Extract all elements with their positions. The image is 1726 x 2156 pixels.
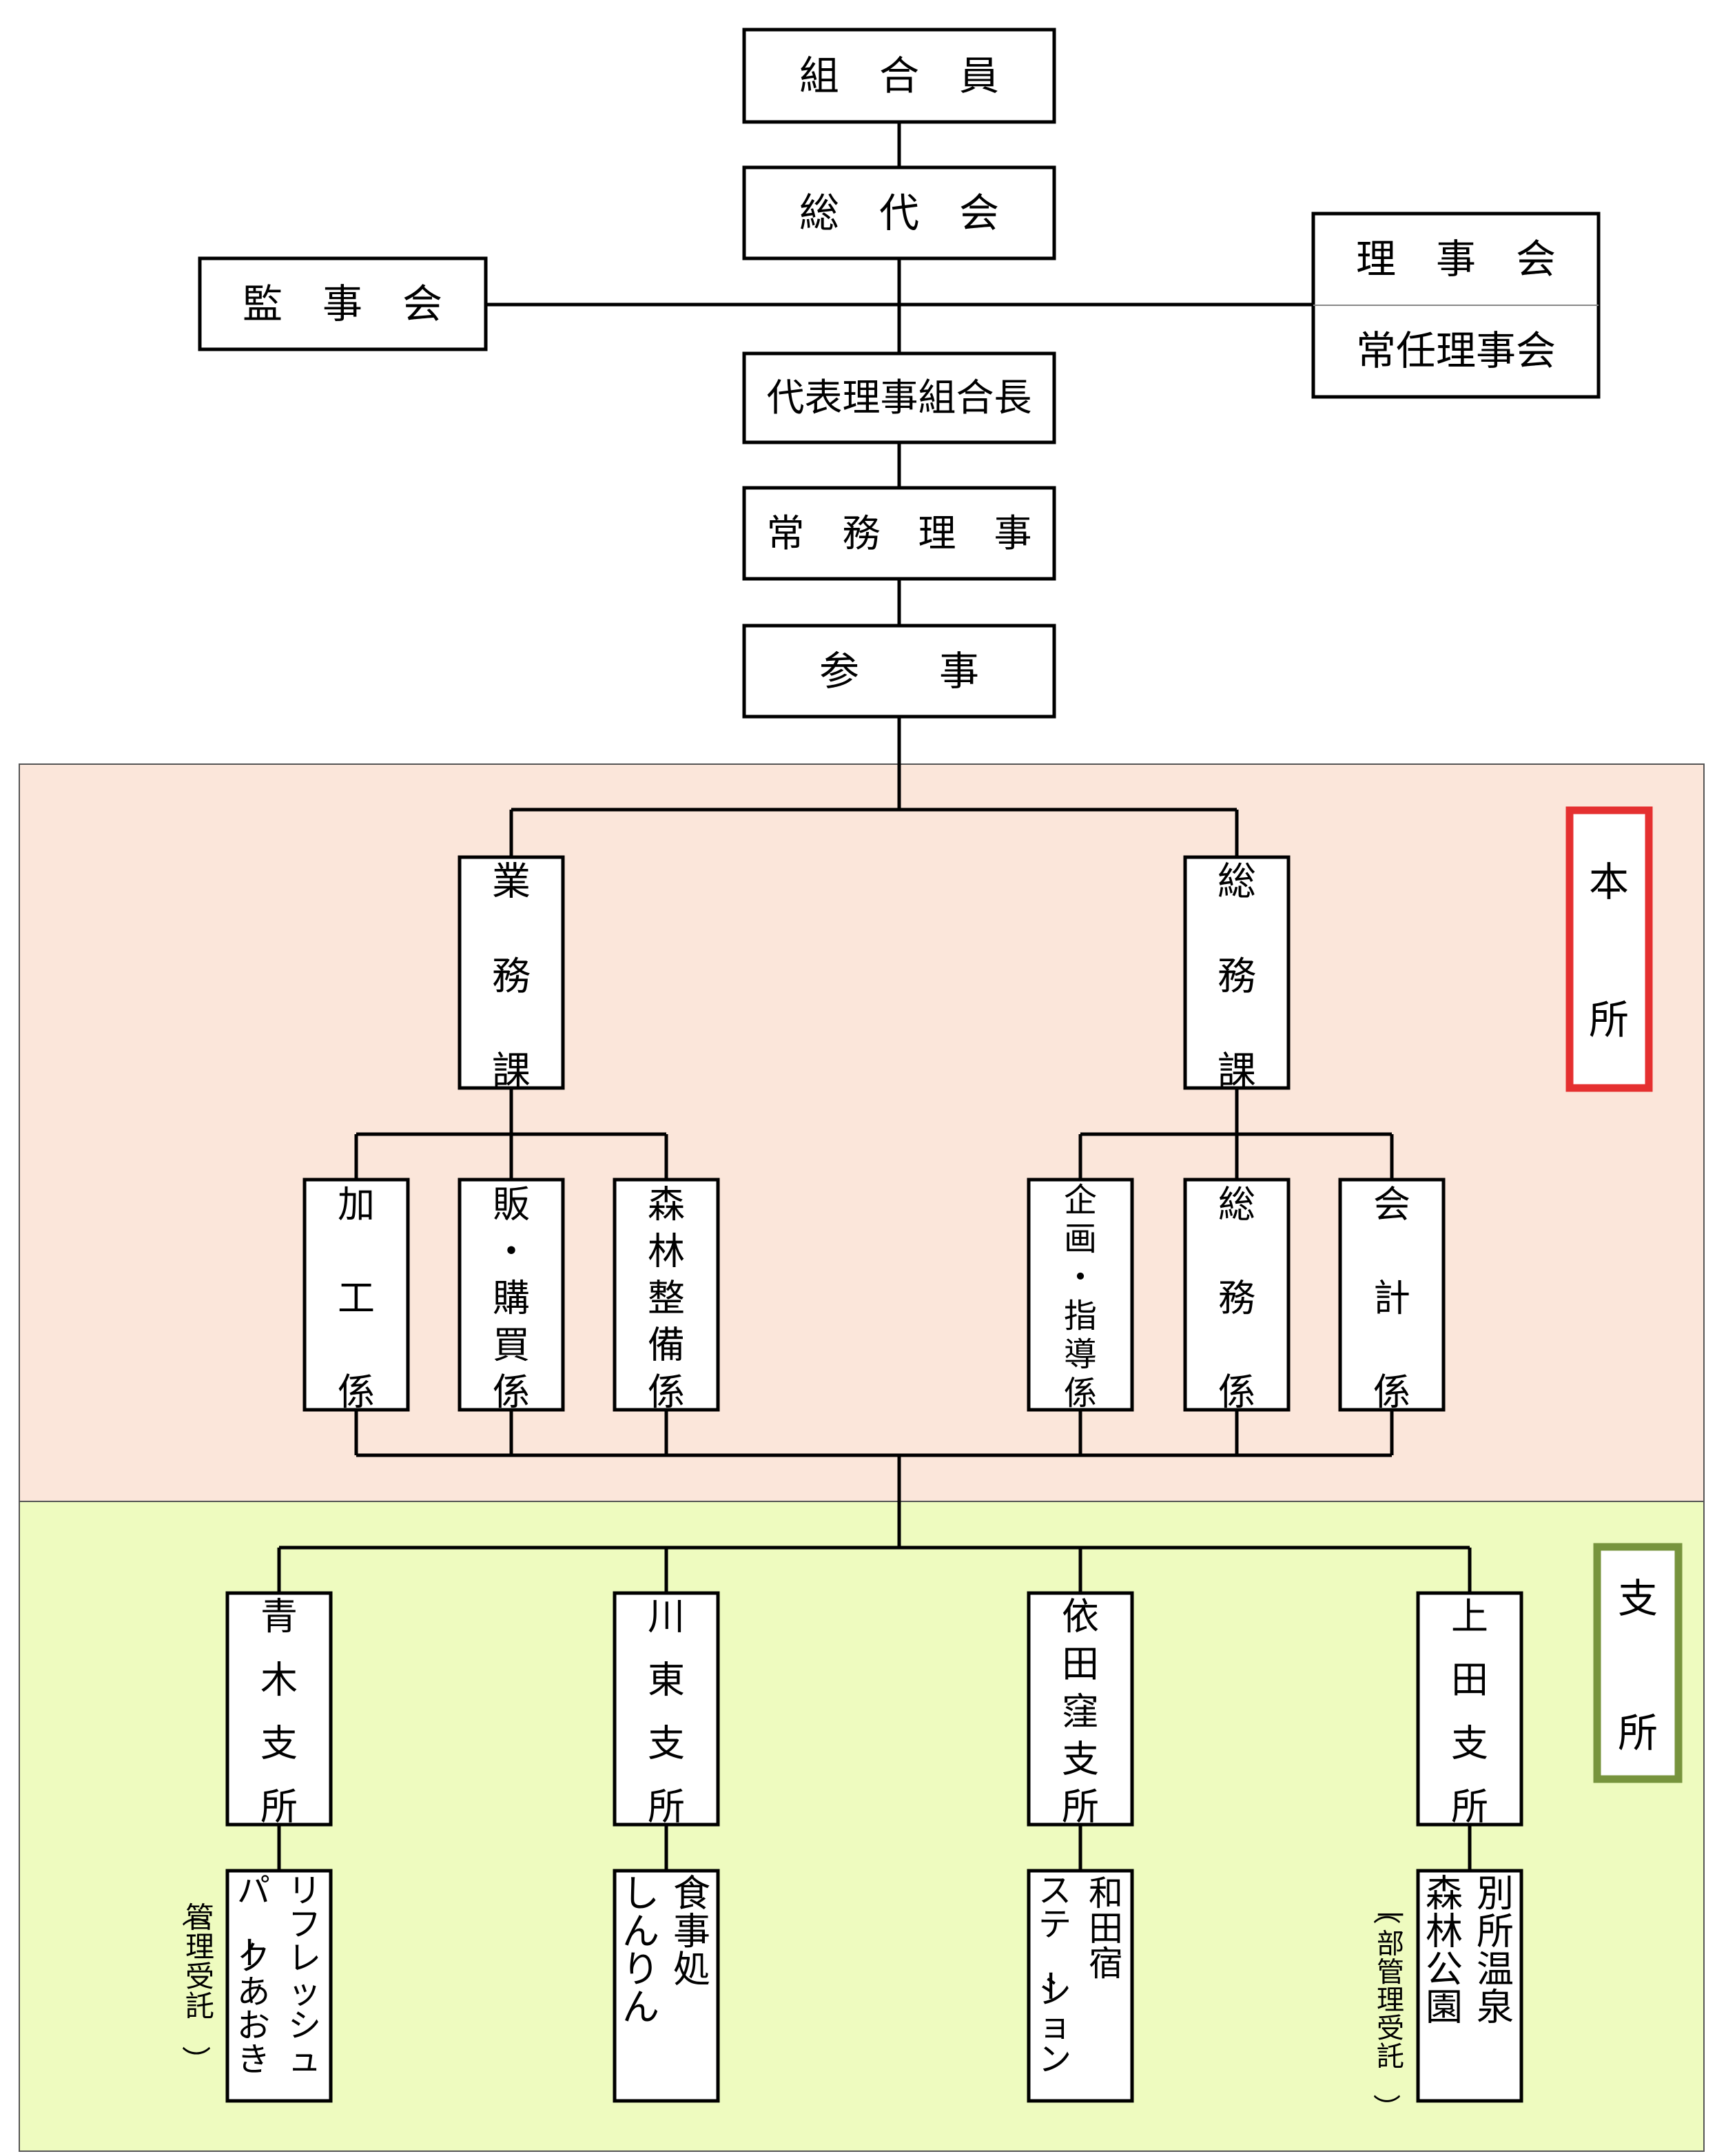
- node-kumiaiin-label: 組 合 員: [799, 52, 999, 99]
- node-gyomuka: 業務課: [458, 855, 565, 1094]
- badge-shisho-label: 支所: [1618, 1575, 1658, 1756]
- refresh-park-col2: パークあおき: [229, 1871, 270, 2079]
- node-shinrin-label: 森林整備係: [648, 1183, 685, 1414]
- node-kanjikai: 監 事 会: [198, 256, 488, 351]
- node-ueda-label: 上田支所: [1451, 1595, 1488, 1829]
- node-sanji: 参 事: [742, 624, 1056, 719]
- node-kaikei: 会計係: [1338, 1178, 1446, 1414]
- node-yodakubo: 依田窪支所: [1027, 1591, 1134, 1829]
- node-shokujidokoro: 食事処 しんりん: [613, 1869, 720, 2103]
- badge-honsho-label: 本所: [1589, 859, 1629, 1043]
- node-joumu-label: 常 務 理 事: [766, 511, 1031, 555]
- node-kanjikai-label: 監 事 会: [243, 280, 442, 327]
- node-bessho-onsen-park: 別所温泉 森林公園 （一部管理受託）: [1370, 1869, 1523, 2122]
- refresh-park-note: （管理受託）: [178, 1898, 214, 2075]
- node-gyomuka-label: 業務課: [492, 860, 531, 1094]
- node-yodakubo-label: 依田窪支所: [1062, 1595, 1099, 1829]
- bessho-park-col1: 別所温泉: [1477, 1872, 1514, 2029]
- node-kikaku: 企画・指導係: [1027, 1178, 1134, 1413]
- node-somuka: 総務課: [1183, 855, 1291, 1094]
- badge-shisho: 支所: [1593, 1543, 1683, 1783]
- node-hanbai-label: 販・購買係: [493, 1183, 530, 1414]
- node-aoki-label: 青木支所: [260, 1595, 298, 1829]
- node-sanji-label: 参 事: [819, 648, 979, 695]
- wadajuku-station-col1: 和田宿: [1089, 1873, 1123, 1984]
- wadajuku-station-col2: ステーション: [1030, 1871, 1071, 2079]
- node-somuka-label: 総務課: [1218, 860, 1256, 1094]
- node-somugakari-label: 総務係: [1218, 1183, 1255, 1414]
- node-daihyou: 代表理事組合長: [742, 351, 1056, 444]
- node-soudaikai: 総 代 会: [742, 165, 1056, 260]
- node-kumiaiin: 組 合 員: [742, 28, 1056, 124]
- node-kawahigashi: 川東支所: [613, 1591, 720, 1829]
- node-somugakari: 総務係: [1183, 1178, 1291, 1414]
- node-kako-label: 加工係: [338, 1183, 375, 1414]
- node-kaikei-label: 会計係: [1373, 1183, 1410, 1414]
- node-soudaikai-label: 総 代 会: [799, 189, 999, 236]
- refresh-park-col1: リフレッシュ: [288, 1871, 321, 2079]
- node-jouninrijikai-label: 常任理事会: [1356, 327, 1556, 374]
- node-kawahigashi-label: 川東支所: [648, 1595, 685, 1829]
- node-rijikai: 理 事 会 常任理事会: [1311, 212, 1601, 399]
- node-kikaku-label: 企画・指導係: [1064, 1181, 1097, 1413]
- node-aoki: 青木支所: [225, 1591, 333, 1829]
- honsho-zone: [19, 763, 1705, 1502]
- node-daihyou-label: 代表理事組合長: [766, 376, 1031, 420]
- node-kako: 加工係: [302, 1178, 410, 1414]
- node-wadajuku-station: 和田宿 ステーション: [1027, 1869, 1134, 2103]
- node-joumu: 常 務 理 事: [742, 486, 1056, 581]
- connector-lines: [277, 122, 1472, 1871]
- bessho-park-note: （一部管理受託）: [1370, 1897, 1404, 2122]
- node-hanbai: 販・購買係: [458, 1178, 565, 1414]
- node-rijikai-label: 理 事 会: [1356, 236, 1556, 283]
- node-ueda: 上田支所: [1416, 1591, 1523, 1829]
- node-refresh-park: リフレッシュ パークあおき （管理受託）: [178, 1869, 333, 2103]
- node-shinrin: 森林整備係: [613, 1178, 720, 1414]
- bessho-park-col2: 森林公園: [1426, 1872, 1463, 2029]
- shokujidokoro-col2: しんりん: [622, 1872, 659, 2029]
- badge-honsho: 本所: [1565, 806, 1653, 1092]
- shokujidokoro-col1: 食事処: [673, 1872, 710, 1991]
